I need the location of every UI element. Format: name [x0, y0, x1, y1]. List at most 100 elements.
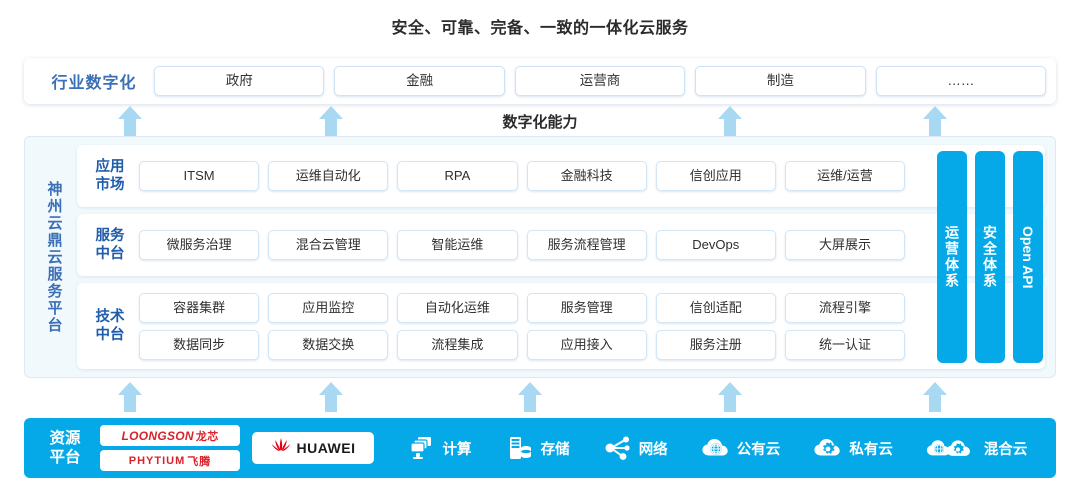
cell-service-management[interactable]: 服务管理: [526, 292, 647, 323]
cell-xinchuang-adaptation[interactable]: 信创适配: [655, 292, 776, 323]
resource-item-label: 公有云: [736, 441, 781, 458]
resource-item-label: 计算: [442, 441, 472, 458]
cell-service-process-management[interactable]: 服务流程管理: [526, 230, 647, 260]
cell-application-access[interactable]: 应用接入: [526, 329, 647, 360]
resource-item-label: 网络: [638, 441, 668, 458]
cell-intelligent-ops[interactable]: 智能运维: [397, 230, 518, 260]
cell-itsm[interactable]: ITSM: [139, 161, 260, 191]
resource-item-label: 私有云: [849, 441, 893, 458]
technology-midplatform-cells: 容器集群 应用监控 自动化运维 服务管理 信创适配 流程引擎 数据同步 数据交换…: [139, 292, 1037, 360]
resource-item-hybrid-cloud[interactable]: 混合云: [926, 434, 1028, 462]
section-label-line2: 市场: [95, 177, 125, 193]
section-service-midplatform: 服务 中台 微服务治理 混合云管理 智能运维 服务流程管理 DevOps 大屏展…: [77, 214, 1045, 276]
industry-item-manufacturing[interactable]: 制造: [695, 66, 866, 96]
cell-rpa[interactable]: RPA: [397, 161, 518, 191]
phytium-cn: 飞腾: [187, 455, 212, 468]
network-icon: [603, 434, 633, 462]
up-arrow-icon: [717, 106, 743, 136]
up-arrow-icon: [318, 382, 344, 412]
up-arrow-icon: [117, 382, 143, 412]
compute-icon: [407, 434, 437, 462]
cell-process-integration[interactable]: 流程集成: [397, 329, 518, 360]
cell-microservice-governance[interactable]: 微服务治理: [139, 230, 260, 260]
section-label-line1: 应用: [95, 158, 125, 175]
resource-item-storage[interactable]: 存储: [505, 434, 570, 462]
cell-ops-operations[interactable]: 运维/运营: [784, 161, 906, 191]
platform-sections: 应用 市场 ITSM 运维自动化 RPA 金融科技 信创应用 运维/运营: [77, 145, 1045, 369]
cell-process-engine[interactable]: 流程引擎: [784, 292, 906, 323]
section-label-line1: 服务: [95, 227, 125, 244]
huawei-logo: HUAWEI: [252, 432, 374, 464]
resource-items: 计算 存储: [390, 434, 1044, 462]
resource-item-compute[interactable]: 计算: [407, 434, 472, 462]
cell-service-registry[interactable]: 服务注册: [655, 329, 776, 360]
pillar-operations-system[interactable]: 运营体系: [937, 151, 967, 363]
section-label-technology-midplatform: 技术 中台: [81, 308, 139, 344]
service-midplatform-cells: 微服务治理 混合云管理 智能运维 服务流程管理 DevOps 大屏展示: [139, 230, 1037, 260]
resource-platform-label: 资源 平台: [36, 429, 94, 468]
industry-item-finance[interactable]: 金融: [334, 66, 505, 96]
huawei-flower-icon: [271, 437, 291, 460]
cell-row: ITSM 运维自动化 RPA 金融科技 信创应用 运维/运营: [139, 161, 906, 191]
cell-ops-automation[interactable]: 运维自动化: [268, 161, 389, 191]
resource-band: [0, 380, 1080, 414]
cell-xinchuang-app[interactable]: 信创应用: [655, 161, 776, 191]
page-title: 安全、可靠、完备、一致的一体化云服务: [391, 20, 689, 37]
cell-hybrid-cloud-management[interactable]: 混合云管理: [268, 230, 389, 260]
cell-fintech[interactable]: 金融科技: [526, 161, 647, 191]
section-label-service-midplatform: 服务 中台: [81, 227, 139, 263]
section-label-application-market: 应用 市场: [81, 158, 139, 194]
private-cloud-icon: [813, 434, 843, 462]
cell-application-monitoring[interactable]: 应用监控: [268, 292, 389, 323]
industry-digitalization-panel: 行业数字化 政府 金融 运营商 制造 ……: [24, 58, 1056, 104]
industry-label: 行业数字化: [51, 75, 137, 92]
section-label-line1: 技术: [95, 308, 125, 325]
cell-unified-authentication[interactable]: 统一认证: [784, 329, 906, 360]
resource-item-private-cloud[interactable]: 私有云: [813, 434, 893, 462]
loongson-cn: 龙芯: [195, 430, 219, 443]
cell-container-cluster[interactable]: 容器集群: [139, 292, 260, 323]
up-arrow-icon: [318, 106, 344, 136]
pillar-security-system[interactable]: 安全体系: [975, 151, 1005, 363]
hybrid-cloud-icon: [926, 434, 978, 462]
platform-vertical-label: 神州云鼎云服务平台: [45, 180, 63, 334]
resource-item-public-cloud[interactable]: 公有云: [701, 434, 781, 462]
phytium-latin: PHYTIUM: [128, 454, 186, 467]
capability-label: 数字化能力: [502, 114, 578, 131]
application-market-cells: ITSM 运维自动化 RPA 金融科技 信创应用 运维/运营: [139, 161, 1037, 191]
cell-automated-ops[interactable]: 自动化运维: [397, 292, 518, 323]
industry-item-more[interactable]: ……: [875, 66, 1047, 96]
platform-pillars: 运营体系 安全体系 Open API: [937, 151, 1043, 363]
public-cloud-icon: [701, 434, 731, 462]
up-arrow-icon: [117, 106, 143, 136]
cell-row: 数据同步 数据交换 流程集成 应用接入 服务注册 统一认证: [139, 329, 906, 360]
pillar-open-api[interactable]: Open API: [1013, 151, 1043, 363]
industry-item-operator[interactable]: 运营商: [514, 66, 686, 96]
cell-row: 微服务治理 混合云管理 智能运维 服务流程管理 DevOps 大屏展示: [139, 230, 906, 260]
section-label-line2: 中台: [95, 327, 125, 343]
section-label-line2: 中台: [95, 246, 125, 262]
resource-item-network[interactable]: 网络: [603, 434, 668, 462]
cell-row: 容器集群 应用监控 自动化运维 服务管理 信创适配 流程引擎: [139, 292, 906, 323]
resource-item-label: 混合云: [983, 441, 1028, 458]
cloud-service-platform-panel: 神州云鼎云服务平台 应用 市场 ITSM 运维自动化 RPA 金融科技 信创应用…: [24, 136, 1056, 378]
loongson-latin: LOONGSON: [121, 428, 194, 443]
section-application-market: 应用 市场 ITSM 运维自动化 RPA 金融科技 信创应用 运维/运营: [77, 145, 1045, 207]
cell-data-sync[interactable]: 数据同步: [139, 329, 260, 360]
cell-big-screen-display[interactable]: 大屏展示: [784, 230, 906, 260]
cell-devops[interactable]: DevOps: [655, 230, 776, 260]
industry-item-government[interactable]: 政府: [154, 66, 325, 96]
industry-items: 政府 金融 运营商 制造 ……: [154, 66, 1047, 96]
storage-icon: [505, 434, 535, 462]
resource-label-line1: 资源: [49, 429, 81, 447]
capability-band: 数字化能力: [0, 104, 1080, 138]
huawei-wordmark: HUAWEI: [296, 440, 356, 456]
cell-data-exchange[interactable]: 数据交换: [268, 329, 389, 360]
resource-item-label: 存储: [540, 441, 570, 458]
up-arrow-icon: [922, 382, 948, 412]
